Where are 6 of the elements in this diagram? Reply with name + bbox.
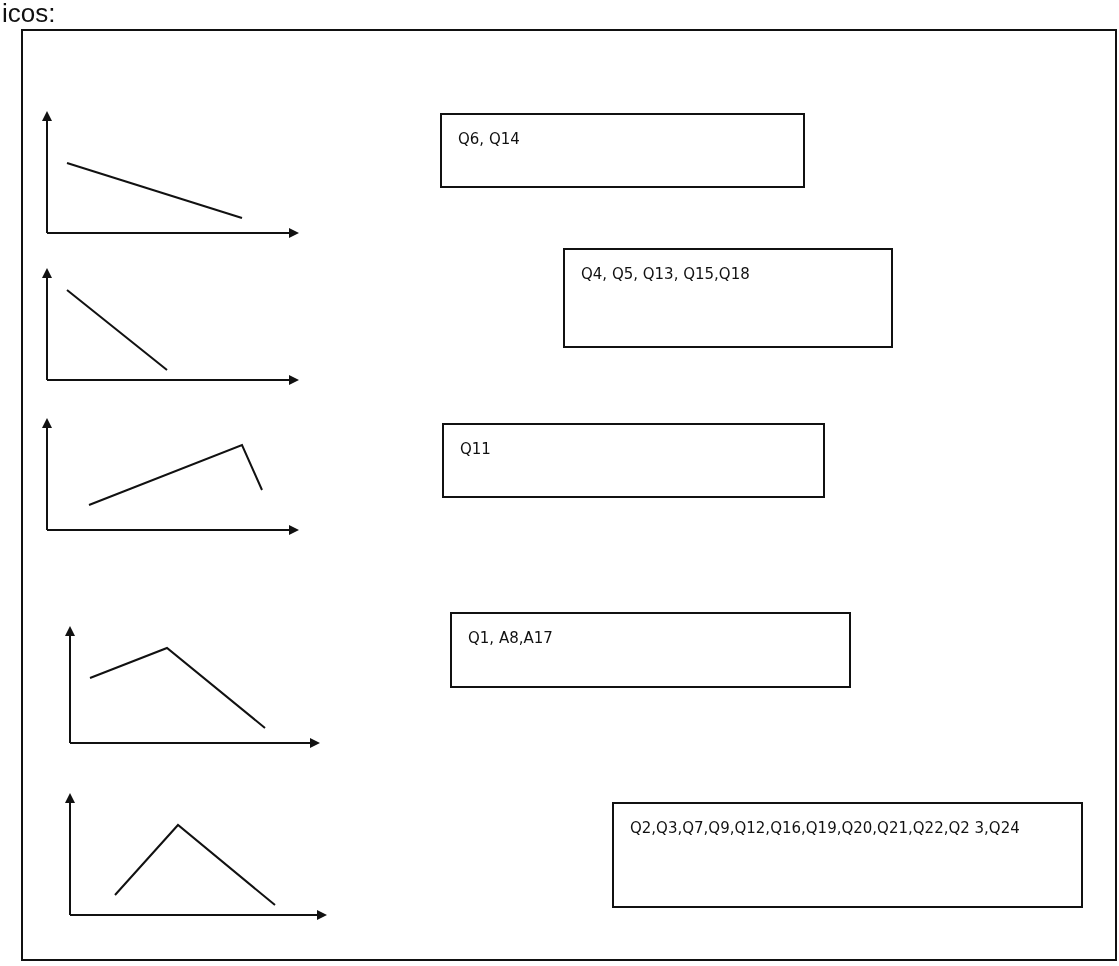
text-box: Q1, A8,A17: [450, 612, 851, 688]
text-box: Q6, Q14: [440, 113, 805, 188]
heading-text: icos:: [2, 0, 56, 26]
text-box: Q4, Q5, Q13, Q15,Q18: [563, 248, 893, 348]
text-box: Q2,Q3,Q7,Q9,Q12,Q16,Q19,Q20,Q21,Q22,Q2 3,Q24: [612, 802, 1083, 908]
text-box: Q11: [442, 423, 825, 498]
